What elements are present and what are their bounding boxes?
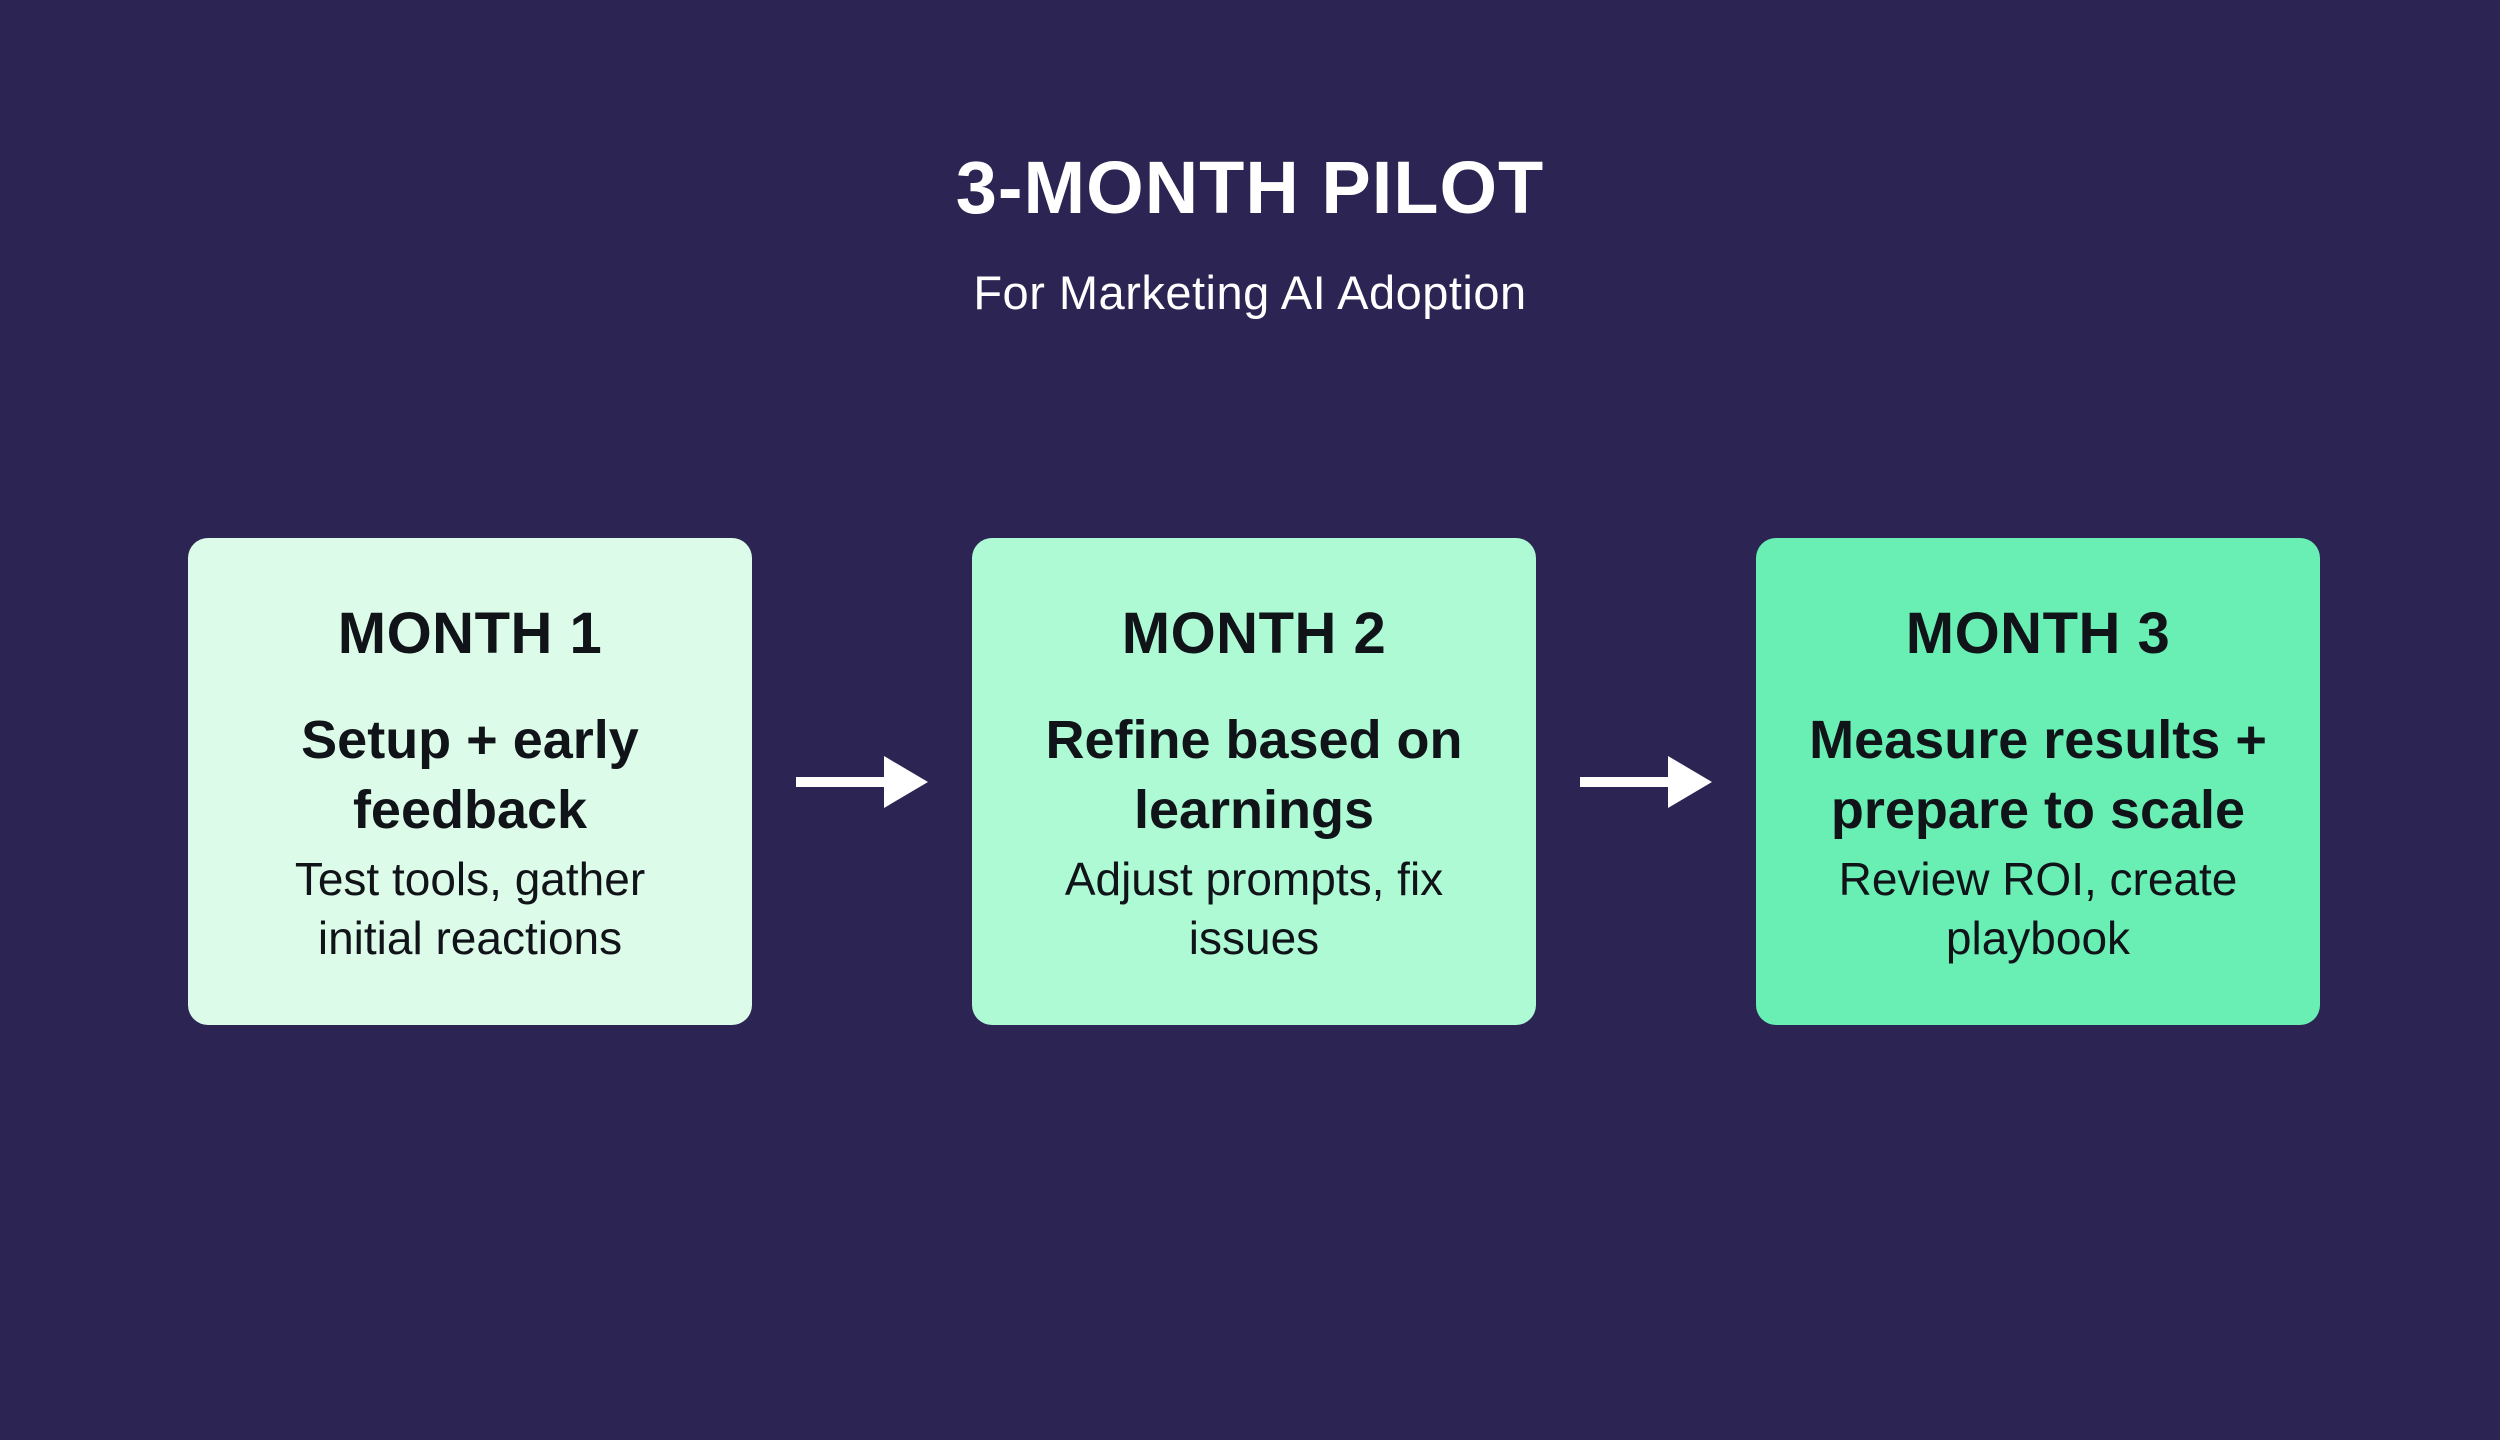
header: 3-MONTH PILOT For Marketing AI Adoption	[0, 0, 2500, 319]
page-subtitle: For Marketing AI Adoption	[973, 266, 1527, 319]
page-title: 3-MONTH PILOT	[955, 146, 1545, 229]
month-1-card: MONTH 1 Setup + early feedback Test tool…	[188, 538, 752, 1025]
right-arrow-icon	[796, 755, 928, 808]
month-3-card: MONTH 3 Measure results + prepare to sca…	[1756, 538, 2320, 1025]
right-arrow-icon	[1580, 755, 1712, 808]
pilot-timeline-flow: MONTH 1 Setup + early feedback Test tool…	[188, 538, 2320, 1025]
arrow-month2-to-month3	[1536, 538, 1756, 1025]
month-3-description: Review ROI, create playbook	[1838, 853, 2238, 964]
month-2-heading: Refine based on learnings	[1045, 709, 1463, 840]
month-3-heading: Measure results + prepare to scale	[1809, 709, 2267, 840]
month-2-description: Adjust prompts, fix issues	[1064, 853, 1444, 964]
month-1-description: Test tools, gather initial reactions	[294, 853, 646, 964]
month-2-label: MONTH 2	[1121, 601, 1387, 666]
month-2-card: MONTH 2 Refine based on learnings Adjust…	[972, 538, 1536, 1025]
arrow-month1-to-month2	[752, 538, 972, 1025]
month-1-label: MONTH 1	[337, 601, 603, 666]
month-3-label: MONTH 3	[1905, 601, 2171, 666]
month-1-heading: Setup + early feedback	[301, 709, 639, 840]
